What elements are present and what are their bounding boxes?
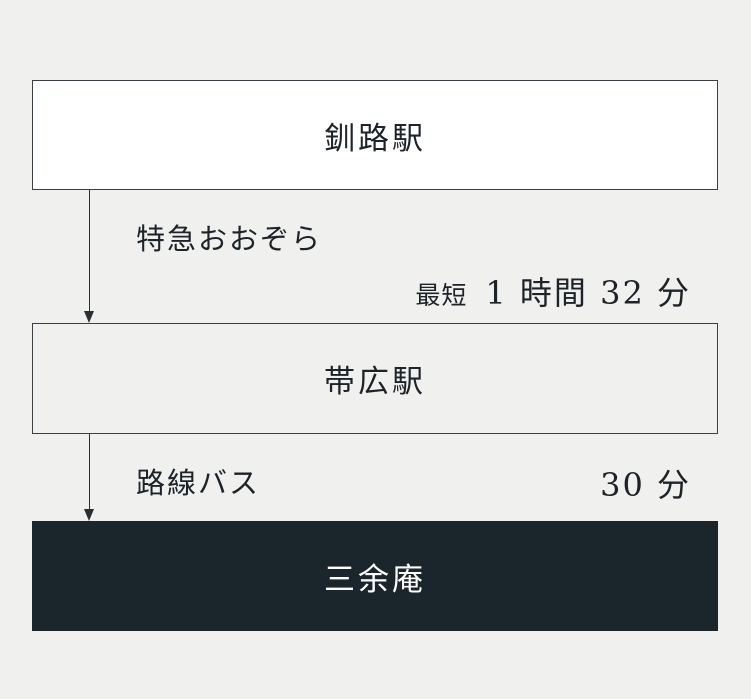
leg-1-duration-label: 1 時間 32 分 bbox=[485, 274, 691, 312]
destination-box: 三余庵 bbox=[32, 521, 718, 631]
destination-label: 三余庵 bbox=[324, 561, 426, 598]
leg-2-duration-label: 30 分 bbox=[600, 466, 691, 504]
leg-2-mode-label: 路線バス bbox=[136, 466, 261, 500]
origin-station-label: 釧路駅 bbox=[324, 120, 426, 157]
transfer-station-label: 帯広駅 bbox=[324, 364, 426, 400]
leg-1-duration-group: 最短 1 時間 32 分 bbox=[415, 268, 691, 314]
leg-2-duration-group: 30 分 bbox=[600, 460, 691, 506]
leg-1-connector-line bbox=[89, 190, 90, 311]
leg-1-arrow-icon bbox=[84, 311, 94, 323]
leg-2-arrow-icon bbox=[84, 509, 94, 521]
origin-station-box: 釧路駅 bbox=[32, 80, 718, 190]
transfer-station-box: 帯広駅 bbox=[32, 323, 718, 434]
leg-1-mode-label: 特急おおぞら bbox=[136, 222, 323, 256]
leg-2-connector-line bbox=[89, 434, 90, 509]
leg-1-duration-prefix: 最短 bbox=[415, 281, 468, 310]
